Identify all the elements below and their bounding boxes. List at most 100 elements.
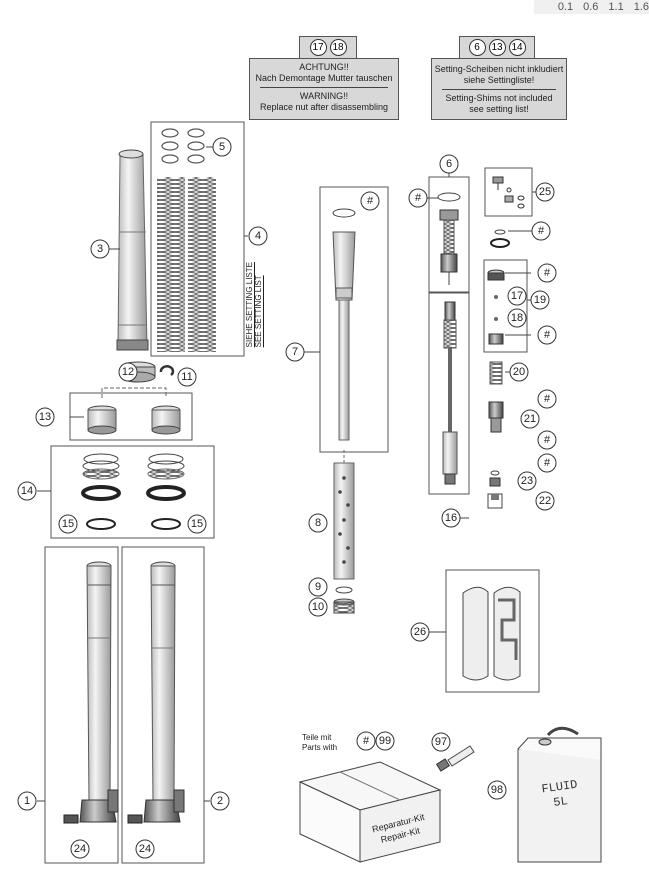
damper-rod-frame xyxy=(428,292,470,495)
bushings xyxy=(87,387,181,435)
svg-text:#: # xyxy=(363,735,370,747)
svg-text:6: 6 xyxy=(446,158,452,170)
fork-protectors xyxy=(462,586,521,681)
callout-9: 9 xyxy=(308,577,328,597)
scale-value: 1.6 xyxy=(633,1,649,13)
callout-15: 15 xyxy=(58,514,78,534)
svg-text:18: 18 xyxy=(511,312,523,324)
scale-strip: 0.1 0.6 1.1 1.6 xyxy=(533,0,649,14)
svg-text:#: # xyxy=(538,225,545,237)
svg-text:25: 25 xyxy=(539,186,551,198)
o-ring xyxy=(335,586,353,594)
valve-19-frame xyxy=(483,259,528,353)
svg-text:16: 16 xyxy=(445,512,457,524)
callout-25: 25 xyxy=(535,182,555,202)
callout-24: 24 xyxy=(135,839,155,859)
svg-text:#: # xyxy=(544,457,551,469)
ref-callout: 13 xyxy=(488,39,506,56)
scale-value: 1.1 xyxy=(608,1,624,13)
callout-6: 6 xyxy=(439,154,459,174)
svg-text:24: 24 xyxy=(74,843,86,855)
parts-with-label: Teile mit Parts with xyxy=(302,733,337,753)
perforated-tube xyxy=(333,450,355,580)
warning-note: ACHTUNG!! Nach Demontage Mutter tauschen… xyxy=(249,58,399,120)
valve-23-22 xyxy=(487,470,503,509)
fork-protector-frame xyxy=(445,569,540,693)
callout-23: 23 xyxy=(517,471,537,491)
callout-12: 12 xyxy=(118,362,138,382)
svg-text:2: 2 xyxy=(217,795,223,807)
svg-text:5: 5 xyxy=(219,141,225,153)
callout-3: 3 xyxy=(90,239,110,259)
parts-with-de: Teile mit xyxy=(302,733,332,742)
svg-text:98: 98 xyxy=(491,784,503,796)
retaining-clip xyxy=(159,365,175,376)
callout-13: 13 xyxy=(35,407,55,427)
inner-tube xyxy=(116,149,149,351)
callout-hash: # xyxy=(408,188,428,208)
spring-group-frame xyxy=(150,121,245,357)
callout-97: 97 xyxy=(431,732,451,752)
shims-note: Setting-Scheiben nicht inkludiert siehe … xyxy=(431,58,567,120)
callout-5: 5 xyxy=(212,137,232,157)
piston-21 xyxy=(488,401,504,433)
callout-17: 17 xyxy=(507,286,527,306)
spring-pair xyxy=(157,177,216,352)
svg-text:11: 11 xyxy=(181,371,192,383)
scale-value: 0.1 xyxy=(557,1,574,13)
note-text: WARNING!! xyxy=(299,91,349,101)
cartridge-frame xyxy=(319,186,389,453)
callout-1: 1 xyxy=(17,791,37,811)
svg-text:22: 22 xyxy=(539,495,551,507)
callout-26: 26 xyxy=(410,622,430,642)
svg-text:12: 12 xyxy=(122,366,134,378)
svg-text:23: 23 xyxy=(521,475,533,487)
scale-value: 0.6 xyxy=(583,1,599,13)
svg-text:#: # xyxy=(544,434,551,446)
note-text: Nach Demontage Mutter tauschen xyxy=(255,73,393,83)
svg-text:3: 3 xyxy=(97,243,103,255)
svg-text:97: 97 xyxy=(435,736,447,748)
svg-text:20: 20 xyxy=(513,366,525,378)
callout-10: 10 xyxy=(308,597,328,617)
ref-callout: 14 xyxy=(508,39,526,56)
seal-group-frame xyxy=(50,445,215,539)
svg-text:1: 1 xyxy=(24,795,30,807)
svg-text:21: 21 xyxy=(524,413,536,425)
note-text: see setting list! xyxy=(469,104,529,114)
svg-text:14: 14 xyxy=(21,485,33,497)
callout-4: 4 xyxy=(248,226,268,246)
callout-19: 19 xyxy=(530,290,550,310)
bleeder-kit xyxy=(492,176,525,209)
note-text: siehe Settingliste! xyxy=(463,75,535,85)
callout-hash: # xyxy=(537,453,557,473)
outer-tube-right-frame xyxy=(121,546,205,864)
ref-callout: 17 xyxy=(309,39,327,56)
nut xyxy=(333,598,355,614)
note-text: ACHTUNG!! xyxy=(299,62,349,72)
valve-19-parts xyxy=(487,269,505,345)
svg-text:#: # xyxy=(415,192,422,204)
callout-8: 8 xyxy=(308,513,328,533)
callout-hash: # xyxy=(537,325,557,345)
svg-text:24: 24 xyxy=(139,843,151,855)
callout-hash: # xyxy=(531,221,551,241)
svg-text:#: # xyxy=(544,267,551,279)
callout-24: 24 xyxy=(70,839,90,859)
grease-tube xyxy=(435,745,475,772)
shim-set xyxy=(161,128,205,164)
svg-text:#: # xyxy=(367,195,374,207)
svg-text:15: 15 xyxy=(191,518,203,530)
callout-99: 99 xyxy=(375,731,395,751)
svg-text:15: 15 xyxy=(62,518,74,530)
svg-text:4: 4 xyxy=(255,230,261,242)
repair-kit-box: Reparatur-Kit Repair-Kit xyxy=(298,761,442,863)
callout-22: 22 xyxy=(535,491,555,511)
fluid-can: FLUID 5L xyxy=(517,726,602,863)
valve-assembly xyxy=(437,192,461,285)
damper-rod xyxy=(442,301,458,485)
svg-text:13: 13 xyxy=(39,411,51,423)
svg-text:#: # xyxy=(544,329,551,341)
callout-hash: # xyxy=(537,263,557,283)
